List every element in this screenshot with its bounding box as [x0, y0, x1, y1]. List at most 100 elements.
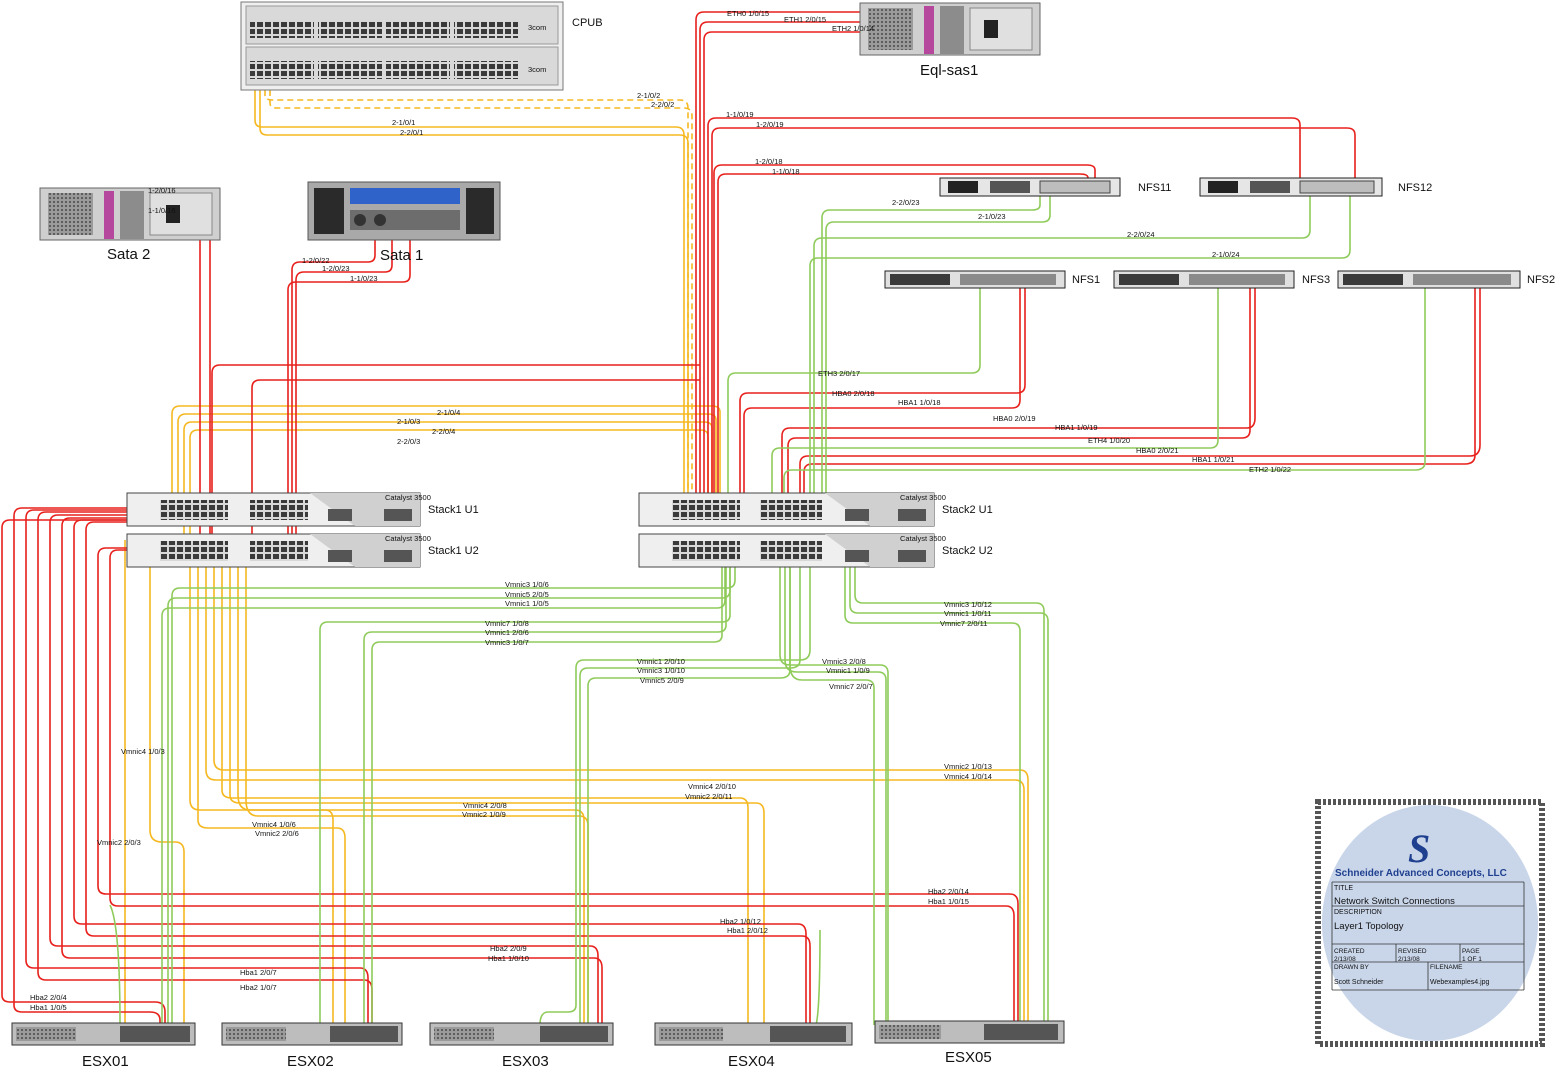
link-label: Vmnic1 1/0/9 [826, 666, 870, 675]
link-label: 2-2/0/1 [400, 128, 423, 137]
revised-label: REVISED [1398, 948, 1427, 955]
stack2-u2-switch[interactable]: Catalyst 3500 [638, 533, 946, 568]
link-label: 1-1/0/19 [726, 110, 754, 119]
link-label: 1-1/0/16 [148, 206, 176, 215]
nfs1-label: NFS1 [1072, 274, 1100, 286]
link-label: Hba1 1/0/10 [488, 954, 529, 963]
eql-sas1-storage[interactable] [859, 2, 1041, 56]
page-label: PAGE [1462, 948, 1480, 955]
title-value: Network Switch Connections [1334, 896, 1455, 907]
esx05-host[interactable] [874, 1020, 1065, 1044]
esx03-label: ESX03 [502, 1053, 549, 1070]
revised-value: 2/13/08 [1398, 956, 1420, 963]
nfs12-label: NFS12 [1398, 182, 1432, 194]
link-label: Vmnic1 2/0/6 [485, 628, 529, 637]
stack1-u2-model: Catalyst 3500 [385, 534, 431, 543]
nfs11-server[interactable] [939, 177, 1121, 197]
link-label: Hba2 2/0/9 [490, 944, 527, 953]
esx01-label: ESX01 [82, 1053, 129, 1070]
sata1-storage[interactable] [307, 181, 501, 241]
link-label: Vmnic1 1/0/11 [944, 609, 991, 618]
link-label: HBA1 1/0/21 [1192, 455, 1235, 464]
link-label: 1-1/0/18 [772, 167, 800, 176]
description-value: Layer1 Topology [1334, 921, 1404, 932]
drawn-by-label: DRAWN BY [1334, 964, 1369, 971]
link-label: Vmnic2 2/0/11 [685, 792, 732, 801]
link-label: HBA0 2/0/21 [1136, 446, 1179, 455]
filename-label: FILENAME [1430, 964, 1463, 971]
link-label: Vmnic4 1/0/3 [121, 747, 165, 756]
nfs1-server[interactable] [884, 270, 1066, 289]
link-label: 2-2/0/3 [397, 437, 420, 446]
esx02-host[interactable] [221, 1022, 403, 1046]
link-label: ETH0 1/0/15 [727, 9, 769, 18]
link-label: ETH2 1/0/14 [832, 24, 874, 33]
stack1-u1-switch[interactable]: Catalyst 3500 [126, 492, 431, 527]
stack2-u1-switch[interactable]: Catalyst 3500 [638, 492, 946, 527]
created-value: 2/13/08 [1334, 956, 1356, 963]
link-label: Hba2 2/0/4 [30, 993, 67, 1002]
link-label: Hba2 1/0/7 [240, 983, 277, 992]
link-label: ETH1 2/0/15 [784, 15, 826, 24]
sata2-storage[interactable] [39, 187, 221, 241]
link-label: 2-1/0/1 [392, 118, 415, 127]
page-value: 1 OF 1 [1462, 956, 1482, 963]
nfs3-server[interactable] [1113, 270, 1295, 289]
cable-layer [1, 11, 1481, 1026]
filename-value: Webexamples4.jpg [1430, 979, 1490, 986]
cpub-brand-bottom: 3com [528, 65, 546, 74]
link-label: 1-2/0/19 [756, 120, 784, 129]
company-logo: S [1408, 826, 1430, 871]
vm-network-cables [109, 195, 1426, 1026]
stack1-u2-switch[interactable]: Catalyst 3500 [126, 533, 431, 568]
nfs2-server[interactable] [1337, 270, 1521, 289]
link-label: Vmnic7 2/0/11 [940, 619, 987, 628]
link-label: 1-2/0/18 [755, 157, 783, 166]
link-label: HBA0 2/0/19 [993, 414, 1036, 423]
link-label: Vmnic2 1/0/9 [462, 810, 506, 819]
link-label: Vmnic4 1/0/14 [944, 772, 992, 781]
link-label: Vmnic3 1/0/12 [944, 600, 992, 609]
cpub-switch[interactable]: 3com 3com [240, 1, 564, 91]
link-label: Vmnic4 2/0/10 [688, 782, 736, 791]
cpub-label: CPUB [572, 17, 603, 29]
stack1-u1-label: Stack1 U1 [428, 504, 479, 516]
title-block: S Schneider Advanced Concepts, LLC TITLE… [1315, 799, 1545, 1047]
link-label: Vmnic2 2/0/6 [255, 829, 299, 838]
link-label: Vmnic5 2/0/5 [505, 590, 549, 599]
link-label: 2-2/0/4 [432, 427, 455, 436]
title-label: TITLE [1334, 885, 1353, 892]
link-label: 1-2/0/23 [322, 264, 350, 273]
esx02-label: ESX02 [287, 1053, 334, 1070]
stack2-u1-label: Stack2 U1 [942, 504, 993, 516]
stack1-u2-label: Stack1 U2 [428, 545, 479, 557]
link-label: 2-1/0/3 [397, 417, 420, 426]
link-label: ETH4 1/0/20 [1088, 436, 1130, 445]
link-label: Vmnic4 2/0/8 [463, 801, 507, 810]
company-name: Schneider Advanced Concepts, LLC [1335, 868, 1507, 879]
link-label: Hba1 1/0/5 [30, 1003, 67, 1012]
link-label: 1-2/0/22 [302, 256, 330, 265]
description-label: DESCRIPTION [1334, 909, 1382, 916]
link-label: ETH3 2/0/17 [818, 369, 860, 378]
link-label: Vmnic3 1/0/10 [637, 666, 685, 675]
link-label: Vmnic1 2/0/10 [637, 657, 685, 666]
esx03-host[interactable] [429, 1022, 614, 1046]
link-label: Vmnic3 1/0/6 [505, 580, 549, 589]
link-label: Hba2 1/0/12 [720, 917, 761, 926]
link-label: HBA1 1/0/19 [1055, 423, 1098, 432]
link-label: 2-2/0/2 [651, 100, 674, 109]
nfs12-server[interactable] [1199, 177, 1383, 197]
link-label: Hba1 2/0/7 [240, 968, 277, 977]
drawn-by-value: Scott Schneider [1334, 979, 1384, 986]
esx04-host[interactable] [654, 1022, 853, 1046]
link-label: Vmnic5 2/0/9 [640, 676, 684, 685]
link-label: ETH2 1/0/22 [1249, 465, 1291, 474]
link-label: 2-1/0/23 [978, 212, 1006, 221]
link-label: 2-2/0/24 [1127, 230, 1155, 239]
link-label: Hba1 1/0/15 [928, 897, 969, 906]
stack2-u1-model: Catalyst 3500 [900, 493, 946, 502]
nfs2-label: NFS2 [1527, 274, 1555, 286]
esx01-host[interactable] [11, 1022, 196, 1046]
